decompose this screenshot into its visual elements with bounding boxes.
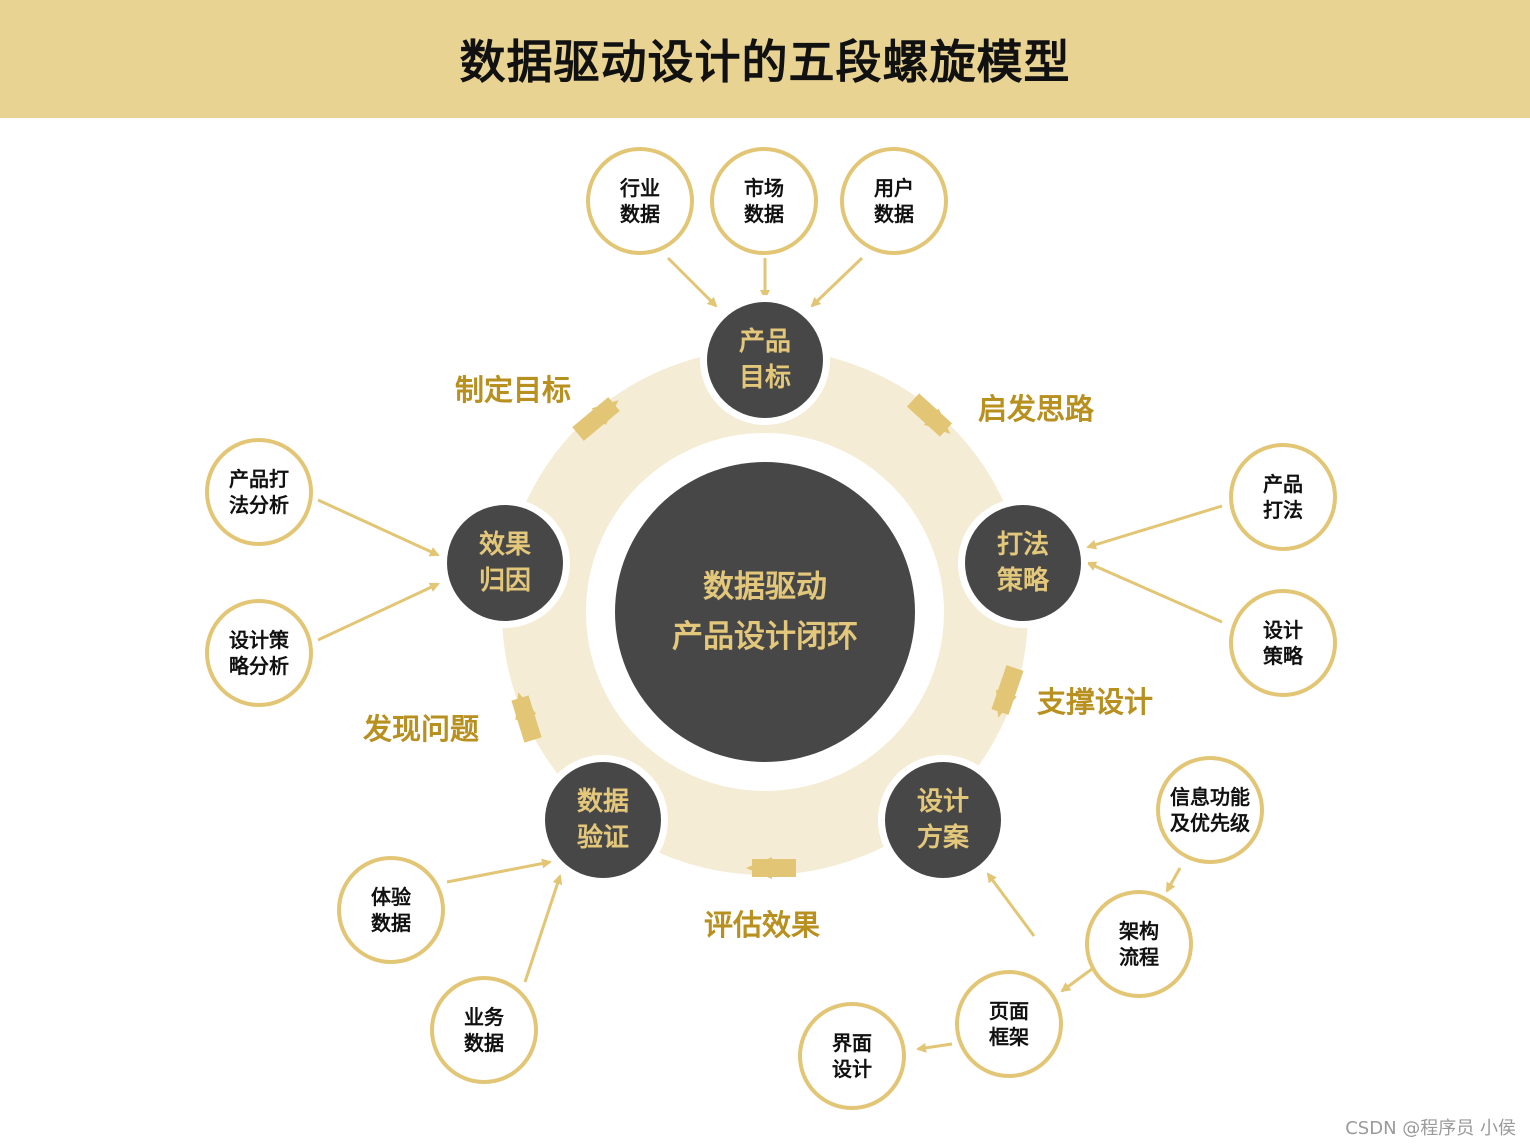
satellite-label: 界面 <box>832 1031 872 1055</box>
satellite-label: 页面 <box>989 999 1029 1023</box>
satellite-product-tactics[interactable]: 产品打法 <box>1229 443 1337 551</box>
stage-label: 数据 <box>576 787 629 817</box>
satellite-ui-design[interactable]: 界面设计 <box>798 1002 906 1110</box>
satellite-label: 数据 <box>464 1031 504 1055</box>
satellite-label: 策略 <box>1263 644 1303 668</box>
satellite-label: 信息功能 <box>1170 785 1250 809</box>
satellite-label: 数据 <box>744 202 784 226</box>
satellite-label: 产品打 <box>229 467 289 491</box>
transition-discover: 发现问题 <box>363 712 480 746</box>
center-line-2: 产品设计闭环 <box>672 619 858 655</box>
transition-set-goal: 制定目标 <box>455 373 572 407</box>
stage-label: 打法 <box>996 530 1049 560</box>
stage-attribution[interactable]: 效果归因 <box>447 505 563 621</box>
satellite-industry-data[interactable]: 行业数据 <box>586 147 694 255</box>
satellite-label: 设计 <box>832 1057 872 1081</box>
satellite-user-data[interactable]: 用户数据 <box>840 147 948 255</box>
stage-label: 产品 <box>738 327 791 357</box>
satellite-label: 体验 <box>371 885 411 909</box>
satellite-label: 数据 <box>874 202 914 226</box>
satellite-info-priority[interactable]: 信息功能及优先级 <box>1156 756 1264 864</box>
arrow-inspire <box>906 393 953 437</box>
satellite-label: 及优先级 <box>1170 811 1250 835</box>
arrow-set-goal <box>572 397 620 441</box>
satellite-tactics-analysis[interactable]: 产品打法分析 <box>205 438 313 546</box>
arrow-discover <box>511 692 542 743</box>
arrow-support <box>991 665 1024 718</box>
satellite-label: 法分析 <box>229 493 289 517</box>
stage-label: 策略 <box>996 566 1049 596</box>
satellite-label: 设计 <box>1263 618 1303 642</box>
watermark: CSDN @程序员 小侯 <box>1345 1118 1516 1139</box>
stage-product-goal[interactable]: 产品目标 <box>707 302 823 418</box>
stage-label: 归因 <box>478 566 531 596</box>
satellite-market-data[interactable]: 市场数据 <box>710 147 818 255</box>
satellite-label: 打法 <box>1263 498 1303 522</box>
transition-support: 支撑设计 <box>1037 685 1154 719</box>
cycle-arrows <box>511 393 1024 879</box>
stage-label: 方案 <box>916 823 969 853</box>
center-line-1: 数据驱动 <box>703 569 827 605</box>
connectors <box>317 256 1223 1053</box>
satellite-label: 产品 <box>1263 472 1303 496</box>
satellite-label: 流程 <box>1119 945 1159 969</box>
stage-label: 设计 <box>916 787 969 817</box>
satellite-architecture-flow[interactable]: 架构流程 <box>1085 890 1193 998</box>
satellite-label: 用户 <box>874 176 914 200</box>
satellite-label: 架构 <box>1119 919 1159 943</box>
satellite-page-framework[interactable]: 页面框架 <box>955 970 1063 1078</box>
stage-label: 验证 <box>576 823 629 853</box>
page-title: 数据驱动设计的五段螺旋模型 <box>459 35 1071 89</box>
transition-evaluate: 评估效果 <box>704 908 821 942</box>
stage-label: 效果 <box>478 530 531 560</box>
satellite-label: 业务 <box>464 1005 504 1029</box>
satellite-experience-data[interactable]: 体验数据 <box>337 856 445 964</box>
stage-strategy[interactable]: 打法策略 <box>965 505 1081 621</box>
stage-label: 目标 <box>738 363 791 393</box>
stage-design-plan[interactable]: 设计方案 <box>885 762 1001 878</box>
stage-data-validation[interactable]: 数据验证 <box>545 762 661 878</box>
satellite-label: 行业 <box>620 176 660 200</box>
satellite-label: 框架 <box>989 1025 1029 1049</box>
transition-inspire: 启发思路 <box>978 392 1095 426</box>
satellite-design-strategy[interactable]: 设计策略 <box>1229 589 1337 697</box>
satellite-label: 设计策 <box>229 628 289 652</box>
center-hub: 数据驱动 产品设计闭环 <box>615 462 915 762</box>
satellite-label: 市场 <box>744 176 784 200</box>
satellite-strategy-analysis[interactable]: 设计策略分析 <box>205 599 313 707</box>
satellite-label: 数据 <box>620 202 660 226</box>
satellite-label: 略分析 <box>229 654 289 678</box>
title-banner: 数据驱动设计的五段螺旋模型 <box>0 0 1530 118</box>
satellite-label: 数据 <box>371 911 411 935</box>
satellite-business-data[interactable]: 业务数据 <box>430 976 538 1084</box>
